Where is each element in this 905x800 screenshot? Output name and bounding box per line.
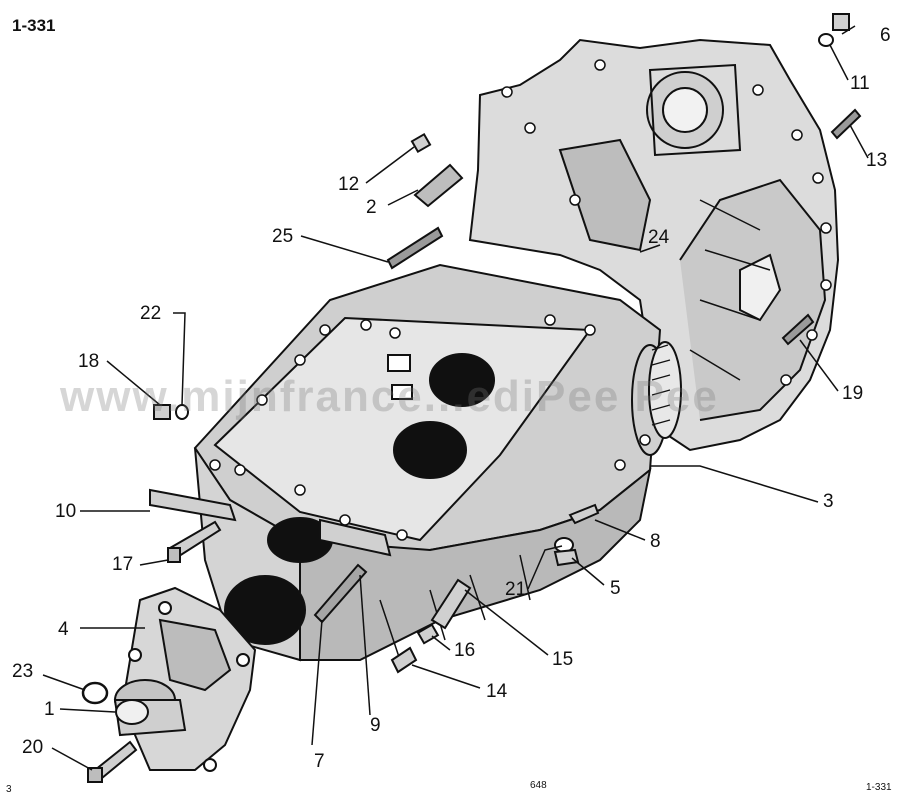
callout-19: 19: [842, 383, 864, 404]
callout-12: 12: [338, 174, 360, 195]
callout-18: 18: [78, 351, 100, 372]
washer-11: [818, 33, 834, 47]
bracket-9: [319, 518, 392, 557]
callout-3: 3: [823, 491, 834, 512]
callout-20: 20: [22, 737, 44, 758]
bracket-10: [149, 488, 237, 522]
plug-6: [832, 13, 850, 31]
casing-flange-holes: [209, 314, 651, 541]
callout-6: 6: [880, 25, 891, 46]
callout-16: 16: [454, 640, 476, 661]
figure-id: 1-331: [12, 16, 56, 35]
callout-13: 13: [866, 150, 888, 171]
gear-16: [416, 623, 440, 645]
callout-4: 4: [58, 619, 69, 640]
callout-5: 5: [610, 578, 621, 599]
footer-left: 3: [6, 784, 12, 795]
breather-2: [413, 163, 464, 208]
callout-10: 10: [55, 501, 77, 522]
callout-24: 24: [648, 227, 670, 248]
callout-14: 14: [486, 681, 508, 702]
callout-22: 22: [140, 303, 162, 324]
watermark: www.mijnfrance...ediPee Pee: [60, 372, 719, 421]
main-casing: [193, 263, 662, 662]
callout-2: 2: [366, 197, 377, 218]
bolt-8: [568, 503, 600, 525]
callout-15: 15: [552, 649, 574, 670]
footer-right: 1-331: [866, 782, 892, 793]
plug-18: [153, 404, 171, 420]
sleeve-15: [430, 578, 472, 630]
callout-17: 17: [112, 554, 134, 575]
callout-23: 23: [12, 661, 34, 682]
casing-bores: [224, 353, 495, 645]
callout-11: 11: [850, 73, 870, 94]
leader-lines: [42, 25, 869, 771]
footer-center: 648: [530, 780, 547, 791]
o-ring: [81, 681, 109, 705]
rod-7: [313, 563, 368, 624]
bell-housing: [468, 38, 840, 452]
callout-25: 25: [272, 226, 294, 247]
rear-bearing-ring: [631, 341, 682, 456]
callout-1: 1: [44, 699, 55, 720]
plug-12: [410, 132, 432, 154]
callout-9: 9: [370, 715, 381, 736]
front-cover-assembly: [113, 586, 257, 772]
stud-13: [830, 108, 862, 140]
nut-5: [553, 548, 580, 567]
stud-19: [781, 313, 815, 346]
callout-8: 8: [650, 531, 661, 552]
callout-21: 21: [505, 579, 527, 600]
pinion-14: [390, 646, 418, 674]
stud-25: [386, 226, 444, 270]
bell-housing-bolt-holes: [501, 59, 832, 386]
callout-7: 7: [314, 751, 325, 772]
loose-parts: [87, 13, 862, 783]
